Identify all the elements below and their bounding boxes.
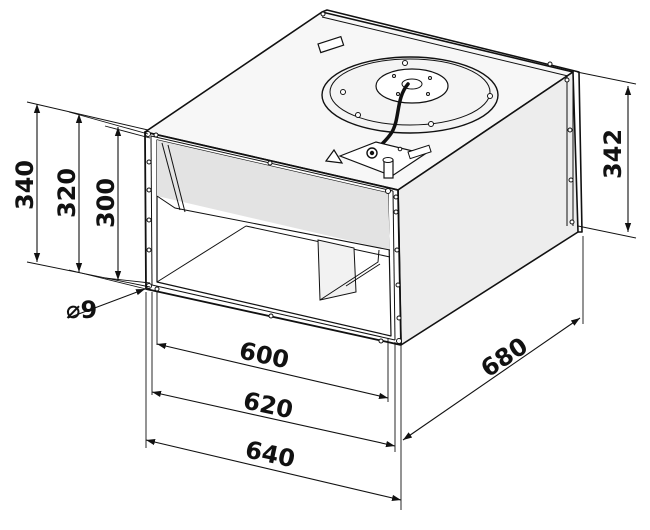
dim-height-outer: 340 <box>11 160 39 210</box>
height-dimensions: 340 320 300 <box>11 101 151 291</box>
hole-diameter-callout: ⌀9 <box>66 288 146 324</box>
dim-depth: 680 <box>476 332 533 383</box>
housing-interior <box>156 140 391 301</box>
motor-plate <box>321 56 499 158</box>
dim-height-inner: 300 <box>92 178 120 228</box>
terminal-box <box>317 35 432 179</box>
dim-width-middle: 620 <box>241 386 296 424</box>
dim-width-inner: 600 <box>237 336 292 374</box>
dim-rear-height: 342 <box>599 129 627 179</box>
fan-housing <box>144 9 583 346</box>
dim-hole-diameter: ⌀9 <box>66 296 97 324</box>
dim-height-middle: 320 <box>53 168 81 218</box>
rear-height-dimension: 342 <box>576 71 637 239</box>
dim-width-outer: 640 <box>243 435 298 473</box>
